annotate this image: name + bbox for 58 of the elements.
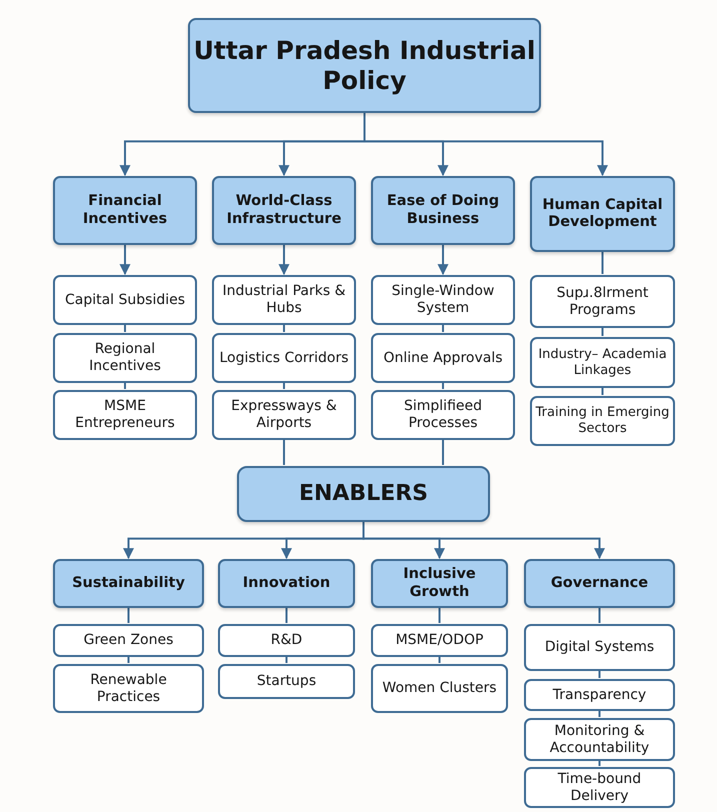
connector-line <box>442 440 444 465</box>
item-box: Supɹ.8lrment Programs <box>530 275 675 328</box>
connector-line <box>442 325 444 332</box>
category-box: Human Capital Development <box>530 176 675 252</box>
category-box: Governance <box>524 559 675 608</box>
connector-line <box>598 761 600 766</box>
item-box: Expressways & Airports <box>212 390 356 440</box>
item-box: Logistics Corridors <box>212 333 356 383</box>
arrow <box>362 522 605 560</box>
item-box: Training in Emerging Sectors <box>530 396 675 446</box>
arrow <box>120 245 130 276</box>
item-box: Industrial Parks & Hubs <box>212 275 356 325</box>
item-box: Women Clusters <box>371 664 508 713</box>
arrow <box>278 245 290 276</box>
connector-line <box>602 252 604 274</box>
connector-line <box>598 608 600 623</box>
connector-line <box>124 383 126 389</box>
connector-line <box>598 711 600 717</box>
category-box: Ease of Doing Business <box>371 176 515 245</box>
item-box: Regional Incentives <box>53 333 197 383</box>
category-box: World-Class Infrastructure <box>212 176 356 245</box>
connector-line <box>438 657 440 663</box>
connector-line <box>128 608 130 623</box>
item-box: Single-Window System <box>371 275 515 325</box>
item-box: Industry– Academia Linkages <box>530 337 675 388</box>
connector-line <box>598 671 600 678</box>
item-box: Capital Subsidies <box>53 275 197 325</box>
item-box: Green Zones <box>53 624 204 657</box>
category-box: Financial Incentives <box>53 176 197 245</box>
item-box: Digital Systems <box>524 624 675 671</box>
item-box: Simplifieed Processes <box>371 390 515 440</box>
item-box: R&D <box>218 624 355 657</box>
title-box: Uttar Pradesh Industrial Policy <box>188 18 541 113</box>
connector-line <box>283 325 285 332</box>
connector-line <box>283 440 285 465</box>
connector-line <box>442 383 444 389</box>
connector-line <box>128 657 130 663</box>
arrow <box>438 245 448 276</box>
item-box: Transparency <box>524 679 675 711</box>
category-box: Sustainability <box>53 559 204 608</box>
connector-line <box>602 388 604 395</box>
connector-line <box>286 657 288 663</box>
item-box: Renewable Practices <box>53 664 204 713</box>
connector-line <box>283 383 285 389</box>
item-box: Monitoring & Accountability <box>524 718 675 761</box>
item-box: Online Approvals <box>371 333 515 383</box>
item-box: Time-bound Delivery <box>524 767 675 808</box>
item-box: MSME/ODOP <box>371 624 508 657</box>
item-box: Startups <box>218 664 355 699</box>
connector-line <box>124 325 126 332</box>
connector-line <box>286 608 288 623</box>
connector-line <box>438 608 440 623</box>
category-box: Innovation <box>218 559 355 608</box>
connector-line <box>602 328 604 336</box>
category-box: Inclusive Growth <box>371 559 508 608</box>
item-box: MSME Entrepreneurs <box>53 390 197 440</box>
arrow <box>364 113 608 176</box>
enablers-box: ENABLERS <box>237 466 490 522</box>
